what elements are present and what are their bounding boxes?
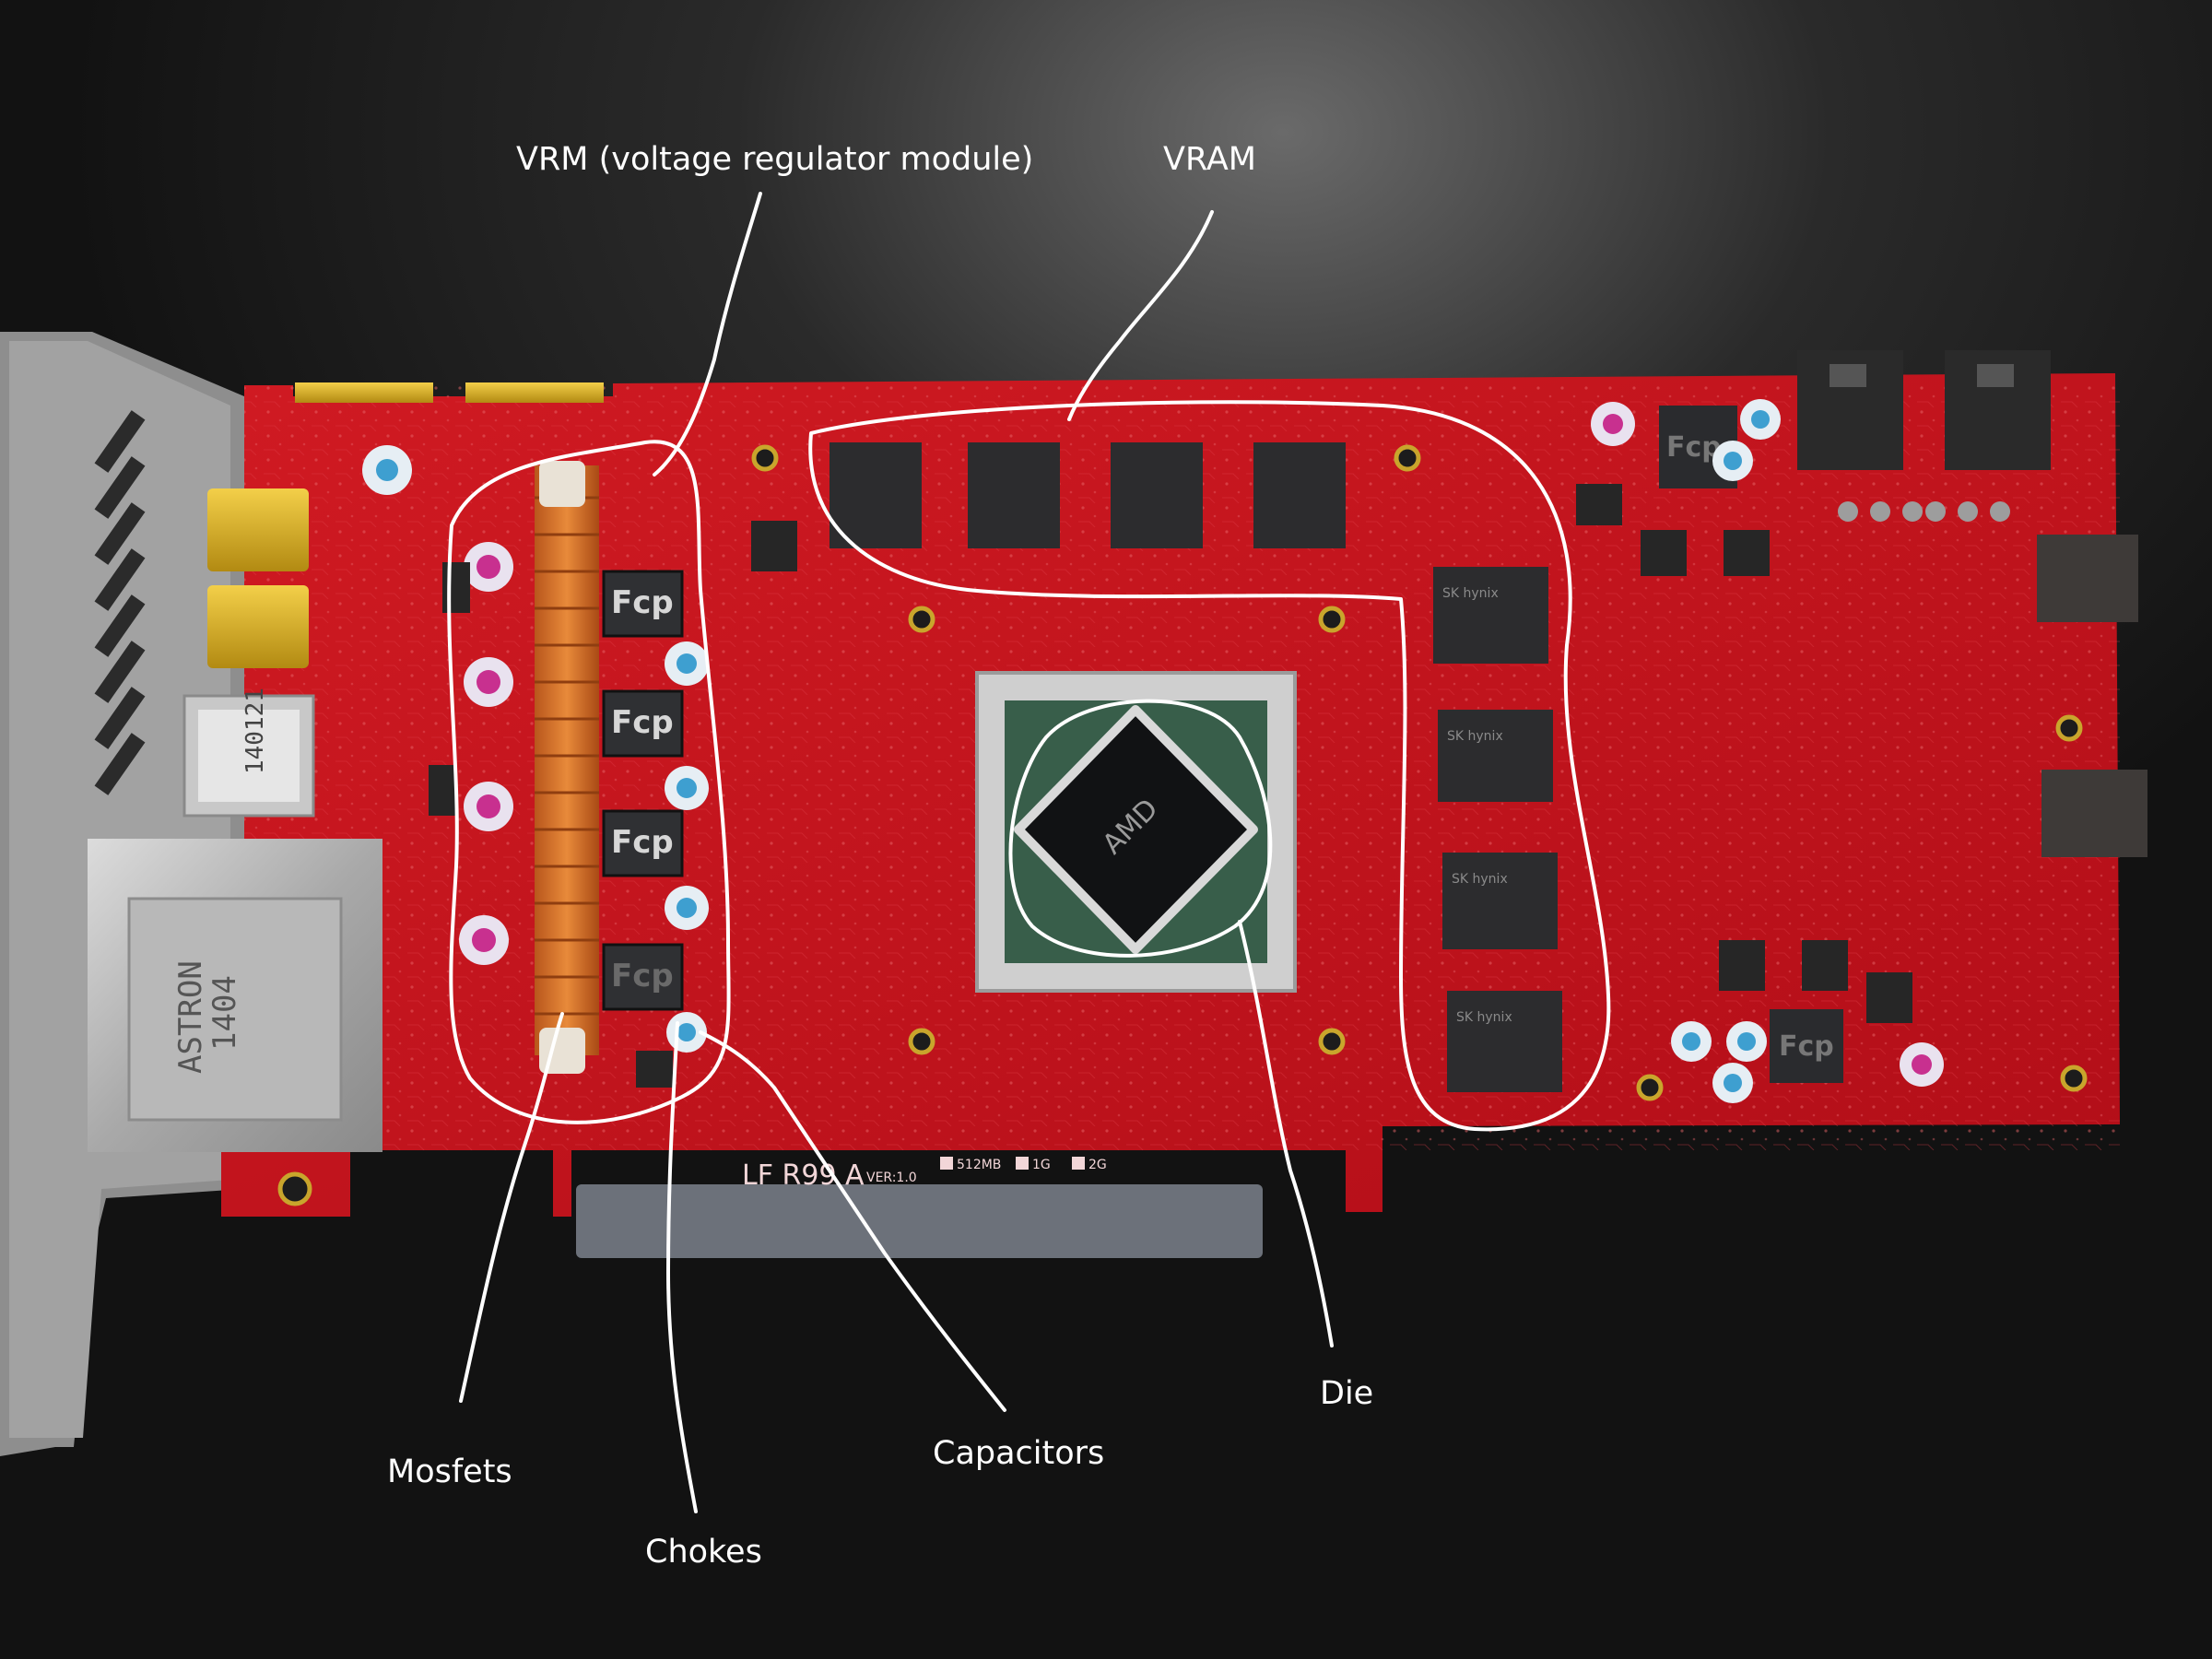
vram-chip: SK hynix (1447, 991, 1562, 1092)
svg-text:SK hynix: SK hynix (1452, 872, 1508, 887)
die-leader-line (1238, 920, 1334, 1347)
vram-chip (1253, 442, 1346, 548)
capacitor (464, 782, 513, 831)
board-model-text: LF R99 A (742, 1159, 865, 1192)
svg-text:Fcp: Fcp (1779, 1030, 1834, 1063)
svg-text:Fcp: Fcp (1666, 431, 1722, 464)
vrm-leader-line (653, 192, 762, 477)
mosfets (429, 484, 1912, 1088)
bracket-stamp-text: ASTRON (172, 960, 209, 1074)
svg-text:Fcp: Fcp (611, 584, 674, 621)
capacitor (1900, 1042, 1944, 1087)
capacitor (1671, 1021, 1712, 1062)
capacitor (1712, 1063, 1753, 1103)
die-label: Die (1320, 1375, 1374, 1412)
mosfet (1719, 940, 1765, 991)
board-silkscreen: LF R99 A VER:1.0 512MB 1G 2G (742, 1157, 1107, 1192)
capacitor (464, 542, 513, 592)
vram-chip (1111, 442, 1203, 548)
mem-1g-text: 1G (1032, 1158, 1051, 1172)
mosfets-leader-line (459, 1012, 564, 1403)
vram-chip (830, 442, 922, 548)
choke: Fcp (602, 943, 684, 1011)
power-connectors (1797, 350, 2051, 522)
capacitors-leader-line (699, 1030, 1006, 1412)
mosfet (1724, 530, 1770, 576)
mosfet (442, 562, 470, 613)
hdmi-code-text: 140121 (241, 688, 269, 774)
mounting-holes (277, 444, 2088, 1206)
capacitor (459, 915, 509, 965)
vram-chip: SK hynix (1442, 853, 1558, 949)
chokes-leader-line (666, 1021, 698, 1513)
vrm-outline (447, 440, 731, 1124)
svg-text:SK hynix: SK hynix (1442, 586, 1499, 601)
capacitor (665, 886, 709, 930)
mosfet (1866, 972, 1912, 1023)
mosfet (636, 1051, 673, 1088)
svg-text:Fcp: Fcp (611, 824, 674, 861)
vram-chips: SK hynix SK hynix SK hynix SK hynix (830, 442, 1562, 1092)
displayport-ports (207, 488, 309, 668)
capacitor (464, 657, 513, 707)
crossfire-connector (295, 382, 604, 403)
choke: Fcp (1770, 1009, 1843, 1083)
mem-512-text: 512MB (957, 1158, 1001, 1172)
chokes-label: Chokes (645, 1534, 762, 1571)
capacitors-label: Capacitors (933, 1435, 1105, 1472)
vram-chip: SK hynix (1438, 710, 1553, 802)
vram-chip: SK hynix (1433, 567, 1548, 664)
foam-pads (2037, 535, 2147, 857)
board-version-text: VER:1.0 (866, 1171, 917, 1185)
vrm-label: VRM (voltage regulator module) (516, 141, 1034, 178)
vram-chip (968, 442, 1060, 548)
capacitor (1740, 399, 1781, 440)
die-outline (1008, 699, 1273, 958)
mosfet (1641, 530, 1687, 576)
mosfet (751, 521, 797, 571)
vram-outline (808, 400, 1611, 1132)
svg-text:SK hynix: SK hynix (1456, 1010, 1512, 1025)
vram-leader-line (1067, 210, 1214, 421)
dvi-port: ASTRON 1404 (88, 839, 382, 1152)
capacitors (362, 399, 1944, 1103)
svg-text:SK hynix: SK hynix (1447, 729, 1503, 744)
capacitor (665, 766, 709, 810)
capacitor (1591, 402, 1635, 446)
choke: Fcp (602, 809, 684, 877)
mem-2g-text: 2G (1088, 1158, 1107, 1172)
mosfets-label: Mosfets (387, 1453, 512, 1490)
mosfet (1802, 940, 1848, 991)
capacitor (362, 445, 412, 495)
pcie-edge-cover (576, 1184, 1263, 1258)
svg-text:Fcp: Fcp (611, 704, 674, 741)
bracket-number-text: 1404 (206, 975, 243, 1051)
capacitor (1726, 1021, 1767, 1062)
choke: Fcp (602, 689, 684, 758)
hdmi-port: 140121 (182, 688, 315, 818)
choke: Fcp (602, 570, 684, 638)
vrm-heatsink (535, 461, 599, 1074)
gpu-package: AMD (975, 671, 1297, 993)
mosfet (429, 765, 456, 816)
mosfet (1576, 484, 1622, 525)
gpu-die: AMD (1014, 705, 1258, 954)
annotations (447, 192, 1611, 1513)
vram-label: VRAM (1163, 141, 1256, 178)
capacitor (665, 641, 709, 686)
svg-text:Fcp: Fcp (611, 958, 674, 994)
capacitor (1712, 441, 1753, 481)
